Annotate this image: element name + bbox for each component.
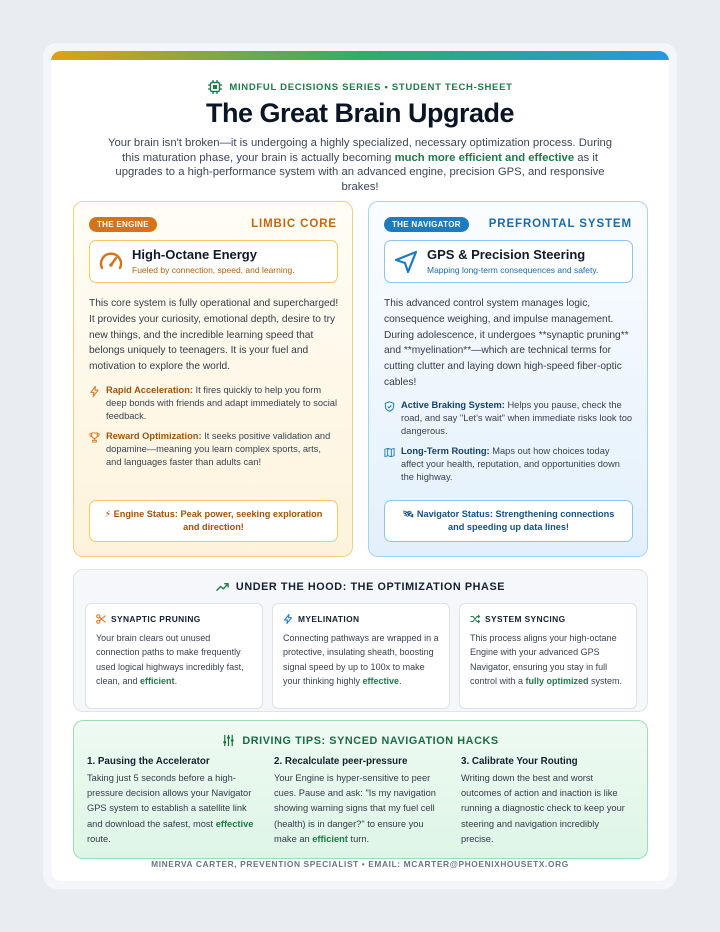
hood-box-text-end: system.	[588, 676, 623, 687]
tips-title: DRIVING TIPS: SYNCED NAVIGATION HACKS	[242, 734, 499, 747]
tip-item: 3. Calibrate Your Routing Writing down t…	[461, 756, 633, 847]
engine-hero-box: High-Octane Energy Fueled by connection,…	[89, 240, 338, 283]
engine-status-box: ⚡ Engine Status: Peak power, seeking exp…	[89, 500, 338, 542]
intro-text-b: as it upgrades to a high-performance sys…	[115, 151, 605, 193]
intro-paragraph: Your brain isn't broken—it is undergoing…	[107, 136, 613, 194]
tip-text-end: route.	[87, 833, 111, 844]
hood-box-myelination: MYELINATION Connecting pathways are wrap…	[272, 603, 450, 709]
navigator-status-box: 🛰 Navigator Status: Strengthening connec…	[384, 500, 633, 542]
engine-bullet-text: It seeks positive validation and dopamin…	[106, 431, 331, 467]
scissors-icon	[96, 614, 106, 624]
shield-check-icon	[384, 401, 395, 412]
hood-box-title: SYSTEM SYNCING	[485, 614, 566, 624]
engine-label: LIMBIC CORE	[251, 218, 337, 230]
engine-card: THE ENGINE LIMBIC CORE High-Octane Energ…	[73, 201, 353, 557]
engine-description: This core system is fully operational an…	[89, 298, 339, 373]
hood-box-title: SYNAPTIC PRUNING	[111, 614, 201, 624]
navigator-card: THE NAVIGATOR PREFRONTAL SYSTEM GPS & Pr…	[368, 201, 648, 557]
navigation-arrow-icon	[394, 250, 418, 274]
tip-highlight: effective	[215, 818, 254, 829]
navigator-badge: THE NAVIGATOR	[384, 217, 469, 232]
hood-box-pruning: SYNAPTIC PRUNING Your brain clears out u…	[85, 603, 263, 709]
under-the-hood-section: UNDER THE HOOD: THE OPTIMIZATION PHASE S…	[73, 569, 648, 712]
tip-title: 3. Calibrate Your Routing	[461, 756, 578, 767]
shuffle-icon	[470, 614, 480, 624]
navigator-bullet-text: Helps you pause, check the road, and say…	[401, 400, 633, 436]
intro-text-a: Your brain isn't broken—it is undergoing…	[107, 137, 613, 164]
hood-box-highlight: efficient	[140, 676, 175, 687]
trophy-icon	[89, 432, 100, 443]
tip-title: 1. Pausing the Accelerator	[87, 756, 210, 767]
navigator-bullet: Long-Term Routing: Maps out how choices …	[384, 445, 634, 484]
series-text: MINDFUL DECISIONS SERIES • STUDENT TECH-…	[229, 81, 513, 93]
tip-text: Taking just 5 seconds before a high-pres…	[87, 773, 252, 829]
gradient-top-bar	[51, 51, 669, 60]
hood-box-text: Your brain clears out unused connection …	[96, 633, 244, 687]
speedometer-icon	[99, 252, 123, 270]
hood-box-syncing: SYSTEM SYNCING This process aligns your …	[459, 603, 637, 709]
engine-hero-subtitle: Fueled by connection, speed, and learnin…	[132, 265, 295, 275]
tip-item: 1. Pausing the Accelerator Taking just 5…	[87, 756, 259, 847]
page-title: The Great Brain Upgrade	[205, 98, 515, 128]
navigator-hero-subtitle: Mapping long-term consequences and safet…	[427, 265, 599, 275]
engine-bullet-title: Reward Optimization:	[106, 431, 202, 441]
hood-heading: UNDER THE HOOD: THE OPTIMIZATION PHASE	[74, 580, 647, 593]
tech-sheet: MINDFUL DECISIONS SERIES • STUDENT TECH-…	[51, 51, 669, 881]
driving-tips-section: DRIVING TIPS: SYNCED NAVIGATION HACKS 1.…	[73, 720, 648, 859]
navigator-bullet-title: Long-Term Routing:	[401, 446, 490, 456]
hood-box-title: MYELINATION	[298, 614, 360, 624]
hood-box-highlight: fully optimized	[525, 676, 589, 687]
engine-badge: THE ENGINE	[89, 217, 157, 232]
engine-bullet-title: Rapid Acceleration:	[106, 385, 193, 395]
engine-bullet: Reward Optimization: It seeks positive v…	[89, 430, 339, 469]
footer-contact: MINERVA CARTER, PREVENTION SPECIALIST • …	[151, 859, 569, 869]
engine-bullet-text: It fires quickly to help you form deep b…	[106, 385, 338, 421]
hood-box-text-end: .	[174, 676, 178, 687]
hood-title: UNDER THE HOOD: THE OPTIMIZATION PHASE	[235, 580, 506, 593]
navigator-description: This advanced control system manages log…	[384, 298, 629, 388]
series-label: MINDFUL DECISIONS SERIES • STUDENT TECH-…	[51, 79, 669, 95]
navigator-bullet: Active Braking System: Helps you pause, …	[384, 399, 634, 438]
tips-heading: DRIVING TIPS: SYNCED NAVIGATION HACKS	[74, 734, 647, 747]
tip-item: 2. Recalculate peer-pressure Your Engine…	[274, 756, 446, 847]
hood-box-text: This process aligns your high-octane Eng…	[470, 633, 617, 687]
hood-box-highlight: effective	[362, 676, 400, 687]
lightning-icon	[284, 614, 292, 624]
navigator-label: PREFRONTAL SYSTEM	[488, 218, 632, 230]
hood-box-text: Connecting pathways are wrapped in a pro…	[283, 633, 439, 687]
engine-bullet: Rapid Acceleration: It fires quickly to …	[89, 384, 339, 423]
hood-box-text-end: .	[399, 676, 402, 687]
navigator-hero-box: GPS & Precision Steering Mapping long-te…	[384, 240, 633, 283]
tip-title: 2. Recalculate peer-pressure	[274, 756, 408, 767]
sliders-icon	[223, 734, 234, 747]
cpu-chip-icon	[208, 80, 223, 94]
navigator-bullet-text: Maps out how choices today affect your h…	[401, 446, 620, 482]
engine-hero-title: High-Octane Energy	[132, 247, 257, 262]
navigator-hero-title: GPS & Precision Steering	[427, 247, 586, 262]
page-frame: MINDFUL DECISIONS SERIES • STUDENT TECH-…	[43, 43, 677, 889]
trending-up-icon	[216, 583, 229, 591]
tip-highlight: efficient	[312, 833, 348, 844]
intro-highlight: much more efficient and effective	[394, 151, 575, 164]
lightning-icon	[90, 386, 99, 397]
tip-text: Your Engine is hyper-sensitive to peer c…	[274, 773, 436, 844]
map-icon	[384, 447, 395, 458]
tip-text: Writing down the best and worst outcomes…	[461, 773, 625, 844]
tip-text-end: turn.	[347, 833, 370, 844]
navigator-bullet-title: Active Braking System:	[401, 400, 505, 410]
